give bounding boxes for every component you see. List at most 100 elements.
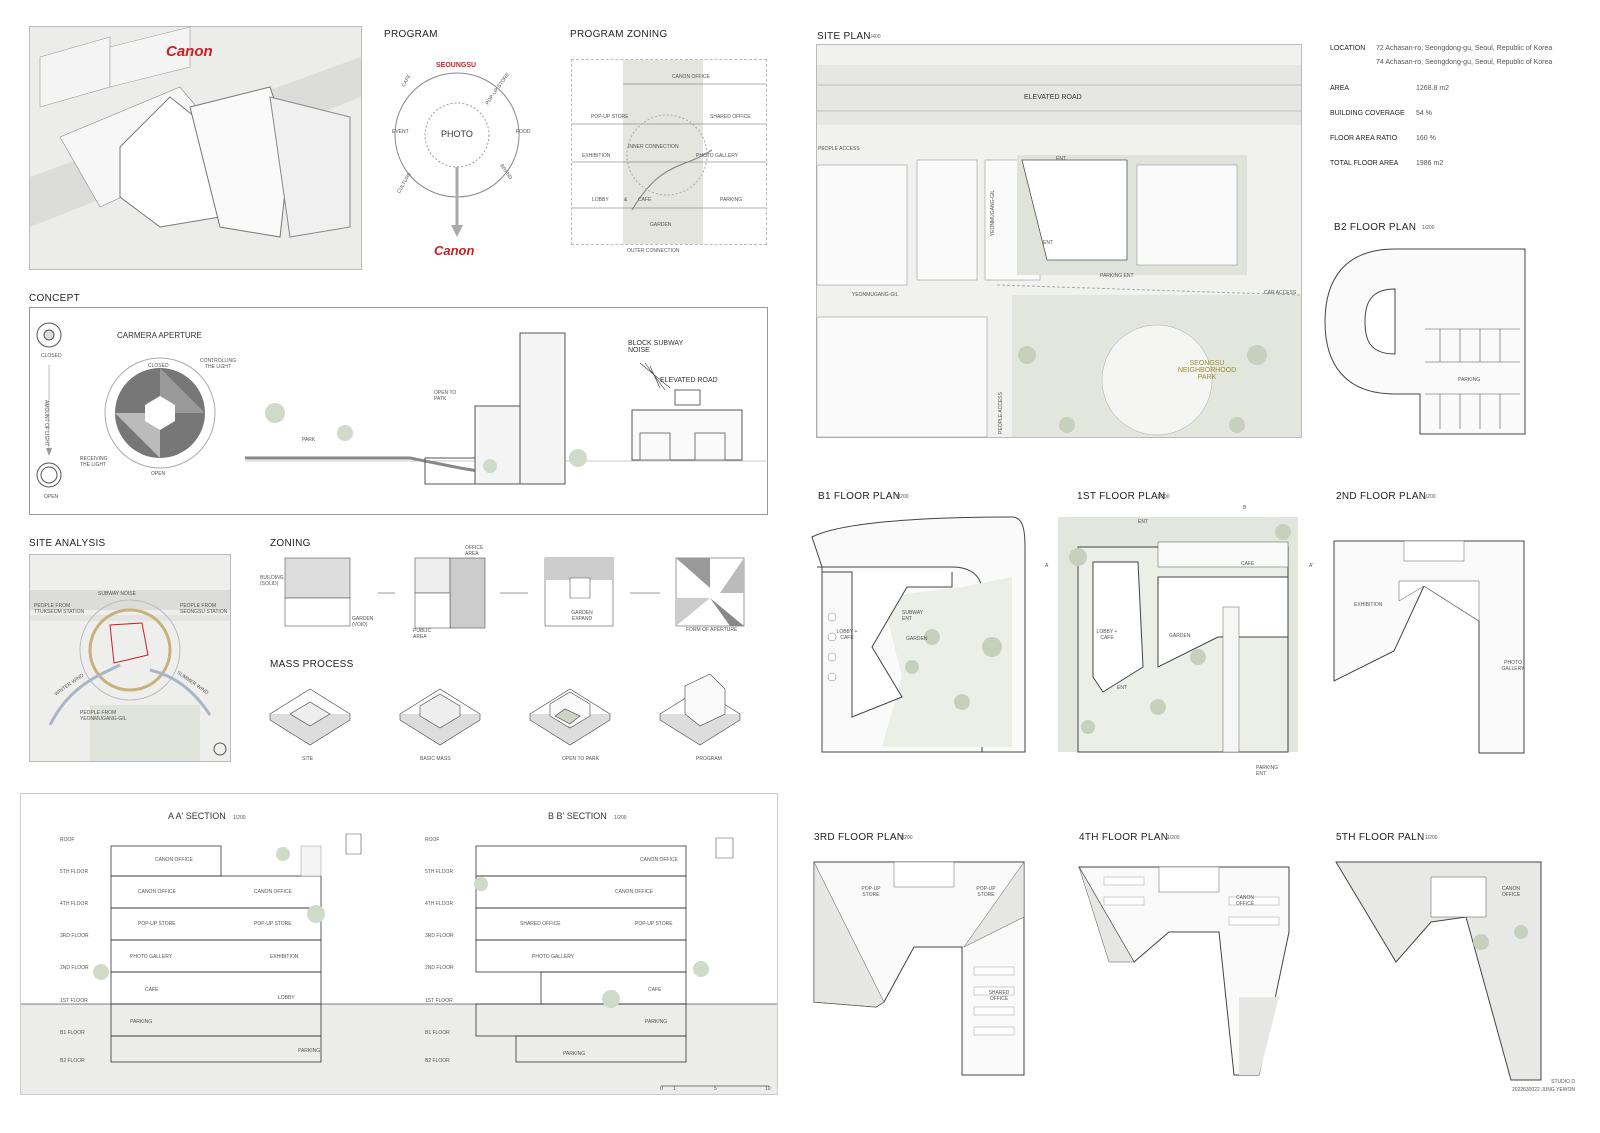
bb-room-4: POP-UP STORE <box>635 921 673 927</box>
bb-room-8: PARKING <box>563 1051 586 1057</box>
zoning-shared-office: SHARED OFFICE <box>710 114 751 120</box>
f1-room-cafe: CAFE <box>1241 561 1255 567</box>
info-area-value: 1268.8 m2 <box>1416 85 1450 92</box>
zoning-steps <box>284 557 745 629</box>
zoning-popup: POP-UP STORE <box>591 114 629 120</box>
mass-step-open: OPEN TO PARK <box>562 756 599 762</box>
f3-room-popup-2: POP-UP STORE <box>976 886 996 898</box>
f5-plan-title: 5TH FLOOR PALN <box>1336 832 1425 843</box>
aa-room-4: POP-UP STORE <box>138 921 176 927</box>
credit-line1: STUDIO D <box>1551 1079 1575 1085</box>
info-location-key: LOCATION <box>1330 45 1366 52</box>
b2-room-parking: PARKING <box>1458 377 1481 383</box>
b1-room-garden: GARDEN <box>906 636 928 642</box>
b1-room-subway: SUBWAY ENT <box>902 610 924 622</box>
sp-elevated-road: ELEVATED ROAD <box>1024 94 1082 101</box>
aa-room-11: PARKING <box>298 1048 321 1054</box>
level-b2-aa: B2 FLOOR <box>60 1058 85 1064</box>
program-item-food: FOOD <box>516 129 531 135</box>
sa-subway-noise: SUBWAY NOISE <box>98 591 136 597</box>
zoning-exhibition: EXHIBITION <box>582 153 611 159</box>
site-plan-scale: 1/400 <box>868 34 881 40</box>
section-road-label: ELEVATED ROAD <box>660 377 718 384</box>
scale-tick-10: 10 <box>765 1086 771 1092</box>
f3-room-popup-1: POP-UP STORE <box>861 886 881 898</box>
f1-ent-bottom: ENT <box>1117 685 1127 691</box>
zd-office: OFFICE AREA <box>465 545 484 557</box>
zoning-parking: PARKING <box>720 197 743 203</box>
mass-process-drawing <box>269 673 741 746</box>
level-1-aa: 1ST FLOOR <box>60 998 88 1004</box>
site-plan-title: SITE PLAN <box>817 31 871 42</box>
f1-plan-drawing <box>1058 517 1298 753</box>
b1-plan-title: B1 FLOOR PLAN <box>818 491 901 502</box>
f5-plan-scale: 1/200 <box>1425 835 1438 841</box>
f5-room-canon-office: CANON OFFICE <box>1501 886 1521 898</box>
f1-parking-ent: PARKING ENT <box>1256 765 1279 777</box>
f4-plan-scale: 1/200 <box>1167 835 1180 841</box>
canon-logo-program: Canon <box>434 243 475 258</box>
zoning-outer-connection: OUTER CONNECTION <box>627 248 680 254</box>
sp-parking-ent: PARKING ENT <box>1100 273 1134 279</box>
zoning-lobby: LOBBY <box>592 197 609 203</box>
f4-room-canon-office: CANON OFFICE <box>1235 895 1255 907</box>
section-park-label: PARK <box>302 437 316 443</box>
bb-room-2: CANON OFFICE <box>615 889 653 895</box>
aperture-title: CARMERA APERTURE <box>117 331 202 340</box>
aa-room-3: CANON OFFICE <box>254 889 292 895</box>
section-aa-scale: 1/200 <box>233 815 246 821</box>
section-bb-title: B B' SECTION <box>548 811 607 821</box>
f3-plan-drawing <box>813 861 1025 1076</box>
program-top-label: SEOUNGSU <box>436 62 477 69</box>
sp-ent-2: ENT <box>1043 240 1053 246</box>
zoning-garden: GARDEN <box>650 222 672 228</box>
concept-icon-closed: CLOSED <box>41 353 62 359</box>
info-area-key: AREA <box>1330 85 1350 92</box>
level-b1-bb: B1 FLOOR <box>425 1030 450 1036</box>
f1-plan-title: 1ST FLOOR PLAN <box>1077 491 1166 502</box>
level-2-aa: 2ND FLOOR <box>60 965 89 971</box>
zd-form-aperture: FORM OF APERTURE <box>686 627 738 633</box>
zoning-diagram-title: ZONING <box>270 538 311 549</box>
sp-yeonmugang-v: YEONMUGANG-GIL <box>990 189 997 237</box>
zd-public: PUBLIC AREA <box>413 628 432 640</box>
aa-room-2: CANON OFFICE <box>138 889 176 895</box>
zoning-photo-gallery: PHOTO GALLERY <box>696 153 739 159</box>
f1-mark-a2: A' <box>1309 563 1314 569</box>
b1-plan-drawing <box>811 516 1026 753</box>
section-bb-scale: 1/200 <box>614 815 627 821</box>
massing-perspective: Canon <box>29 26 362 270</box>
sp-people-access-top: PEOPLE ACCESS <box>818 146 860 152</box>
f3-plan-scale: 1/200 <box>900 835 913 841</box>
concept-title: CONCEPT <box>29 293 80 304</box>
f3-room-shared: SHARED OFFICE <box>988 990 1010 1002</box>
level-4-aa: 4TH FLOOR <box>60 901 89 907</box>
aperture-closed: CLOSED <box>148 363 169 369</box>
mass-step-program: PROGRAM <box>696 756 722 762</box>
site-analysis-title: SITE ANALYSIS <box>29 538 106 549</box>
info-coverage-key: BUILDING COVERAGE <box>1330 110 1405 117</box>
zoning-amp: & <box>624 197 628 203</box>
f1-mark-b: B <box>1243 505 1247 511</box>
f1-room-garden: GARDEN <box>1169 633 1191 639</box>
program-title: PROGRAM <box>384 29 438 40</box>
f4-plan-drawing <box>1078 866 1290 1076</box>
info-location-value-2: 74 Achasan-ro, Seongdong-gu, Seoul, Repu… <box>1376 59 1553 66</box>
aperture-receiving: RECEIVING THE LIGHT <box>80 456 108 468</box>
concept-arrow-label: AMOUNT OF LIGHT <box>43 399 50 447</box>
level-2-bb: 2ND FLOOR <box>425 965 454 971</box>
program-diagram <box>394 72 520 237</box>
bb-room-5: PHOTO GALLERY <box>532 954 575 960</box>
level-b2-bb: B2 FLOOR <box>425 1058 450 1064</box>
info-coverage-value: 54 % <box>1416 110 1432 117</box>
concept-panel <box>29 307 768 515</box>
f2-plan-drawing <box>1333 540 1525 754</box>
sections-drawing <box>21 833 777 1087</box>
canon-logo-top: Canon <box>166 43 213 60</box>
scale-tick-0: 0 <box>660 1086 663 1092</box>
aa-room-5: POP-UP STORE <box>254 921 292 927</box>
zoning-inner-connection: INNER CONNECTION <box>628 144 679 150</box>
sections-panel <box>20 793 778 1095</box>
level-1-bb: 1ST FLOOR <box>425 998 453 1004</box>
b1-room-lobby: LOBBY + CAFE <box>836 629 858 641</box>
